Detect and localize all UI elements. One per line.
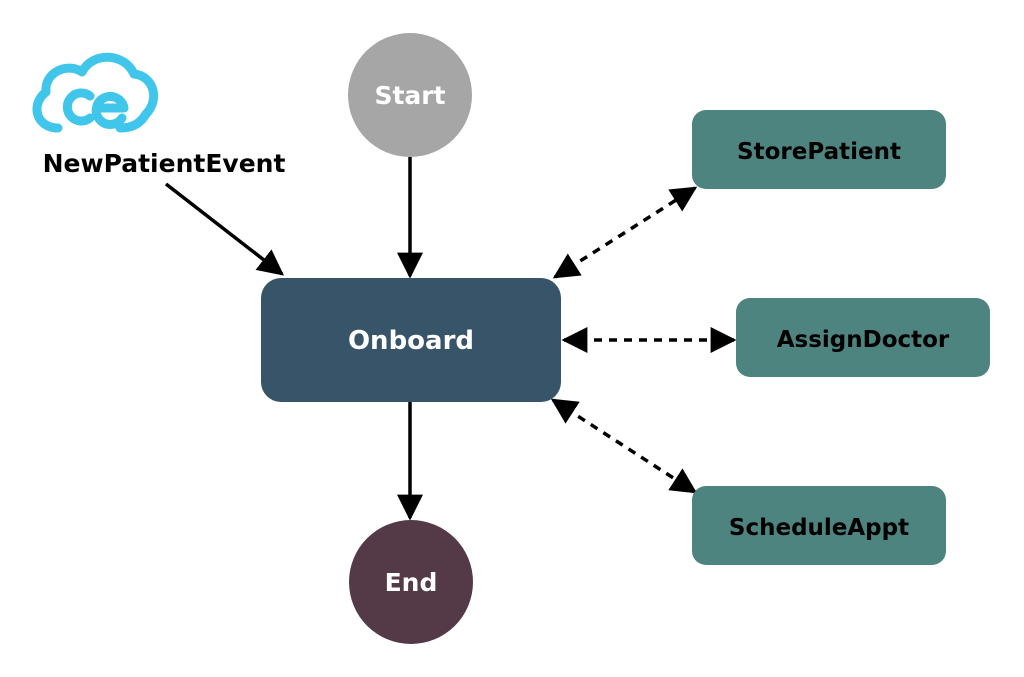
- onboard-storepatient-arrow: [552, 186, 698, 279]
- scheduleappt-label: ScheduleAppt: [729, 515, 909, 541]
- onboard-scheduleappt-arrow: [550, 398, 698, 494]
- start-node[interactable]: [348, 33, 472, 157]
- scheduleappt-node[interactable]: [692, 486, 946, 565]
- start-label: Start: [374, 81, 445, 110]
- event-label: NewPatientEvent: [43, 149, 286, 178]
- end-label: End: [385, 568, 438, 597]
- onboard-node[interactable]: [261, 278, 561, 402]
- storepatient-node[interactable]: [692, 110, 946, 189]
- event-to-onboard-arrow: [164, 182, 285, 276]
- storepatient-label: StorePatient: [737, 139, 901, 165]
- end-node[interactable]: [349, 520, 473, 644]
- assigndoctor-label: AssignDoctor: [777, 327, 950, 353]
- onboard-label: Onboard: [348, 326, 474, 356]
- cloudevents-logo-icon: [32, 52, 159, 133]
- assigndoctor-node[interactable]: [736, 298, 990, 377]
